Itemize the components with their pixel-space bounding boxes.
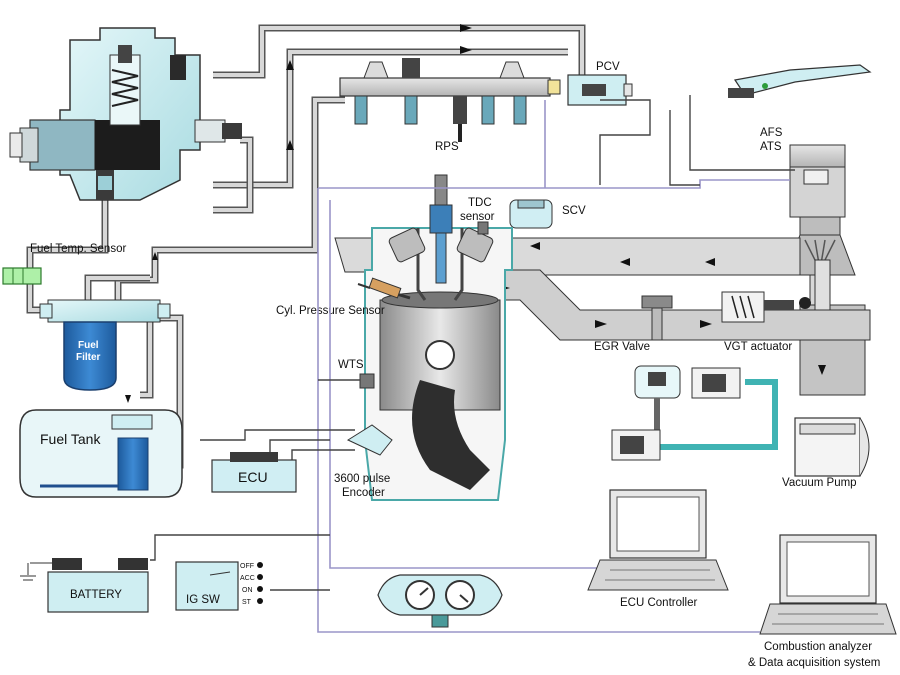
pulse-encoder bbox=[346, 424, 393, 456]
ecu-unit[interactable]: ECU bbox=[211, 452, 297, 493]
fuel-filter: Fuel Filter bbox=[39, 299, 171, 391]
signal-wiring bbox=[150, 95, 795, 633]
wts-label: WTS bbox=[338, 359, 364, 371]
fuel-tank: Fuel Tank bbox=[19, 409, 183, 498]
pcv-valve bbox=[567, 74, 633, 106]
air-flow-sensor bbox=[789, 144, 846, 236]
swirl-control-valve bbox=[509, 199, 553, 250]
flow-arrow-icon bbox=[286, 140, 294, 150]
ig-acc-label: ACC bbox=[240, 575, 255, 582]
vgt-actuator bbox=[721, 291, 811, 323]
fuel-filter-label-line2: Filter bbox=[76, 352, 101, 363]
vacuum-pump-label: Vacuum Pump bbox=[782, 477, 857, 489]
cylinder-pressure-sensor bbox=[357, 277, 402, 299]
flow-arrow-icon bbox=[125, 395, 131, 403]
fuel-temp-sensor-label: Fuel Temp. Sensor bbox=[30, 243, 126, 255]
accelerator-pedal bbox=[728, 64, 872, 98]
ecu-controller-label: ECU Controller bbox=[620, 597, 697, 609]
common-rail bbox=[339, 58, 561, 142]
egr-valve bbox=[634, 295, 681, 438]
ig-off-label: OFF bbox=[240, 563, 254, 570]
flow-arrow-icon bbox=[460, 24, 472, 32]
tdc-sensor-label-line2: sensor bbox=[460, 211, 495, 223]
scv-label: SCV bbox=[562, 205, 586, 217]
flow-arrow-icon bbox=[152, 252, 158, 260]
encoder-label-line2: Encoder bbox=[342, 487, 385, 499]
water-temp-sensor bbox=[359, 373, 375, 389]
vgt-actuator-label: VGT actuator bbox=[724, 341, 792, 353]
pressure-gauges bbox=[377, 574, 503, 628]
vacuum-lines bbox=[611, 367, 778, 461]
turbocharger bbox=[784, 234, 866, 396]
battery-label: BATTERY bbox=[70, 589, 122, 601]
flow-arrow-icon bbox=[286, 60, 294, 70]
fuel-tank-label: Fuel Tank bbox=[40, 431, 101, 447]
ats-label: ATS bbox=[760, 141, 782, 153]
fuel-lines bbox=[26, 24, 586, 469]
tdc-sensor-label-line1: TDC bbox=[468, 197, 492, 209]
ignition-switch[interactable]: IG SW OFF ACC ON ST bbox=[175, 561, 263, 611]
battery: BATTERY bbox=[20, 558, 149, 613]
ig-on-label: ON bbox=[242, 587, 253, 594]
combustion-analyzer-label-line2: & Data acquisition system bbox=[748, 657, 880, 669]
ecu-controller-laptop[interactable] bbox=[587, 489, 729, 591]
encoder-label-line1: 3600 pulse bbox=[334, 473, 390, 485]
fuel-filter-label-line1: Fuel bbox=[78, 340, 99, 351]
vacuum-pump bbox=[794, 417, 870, 477]
afs-label: AFS bbox=[760, 127, 783, 139]
egr-valve-label: EGR Valve bbox=[594, 341, 650, 353]
fuel-temp-connector bbox=[2, 267, 42, 285]
ecu-label: ECU bbox=[238, 469, 268, 485]
rps-label: RPS bbox=[435, 141, 459, 153]
pcv-label: PCV bbox=[596, 61, 620, 73]
ig-sw-label: IG SW bbox=[186, 594, 220, 606]
ig-st-label: ST bbox=[242, 599, 252, 606]
combustion-analyzer-laptop[interactable] bbox=[759, 534, 897, 635]
engine-cylinder bbox=[364, 174, 513, 501]
high-pressure-fuel-pump bbox=[9, 27, 242, 201]
flow-arrow-icon bbox=[460, 46, 472, 54]
combustion-analyzer-label-line1: Combustion analyzer bbox=[764, 641, 872, 653]
